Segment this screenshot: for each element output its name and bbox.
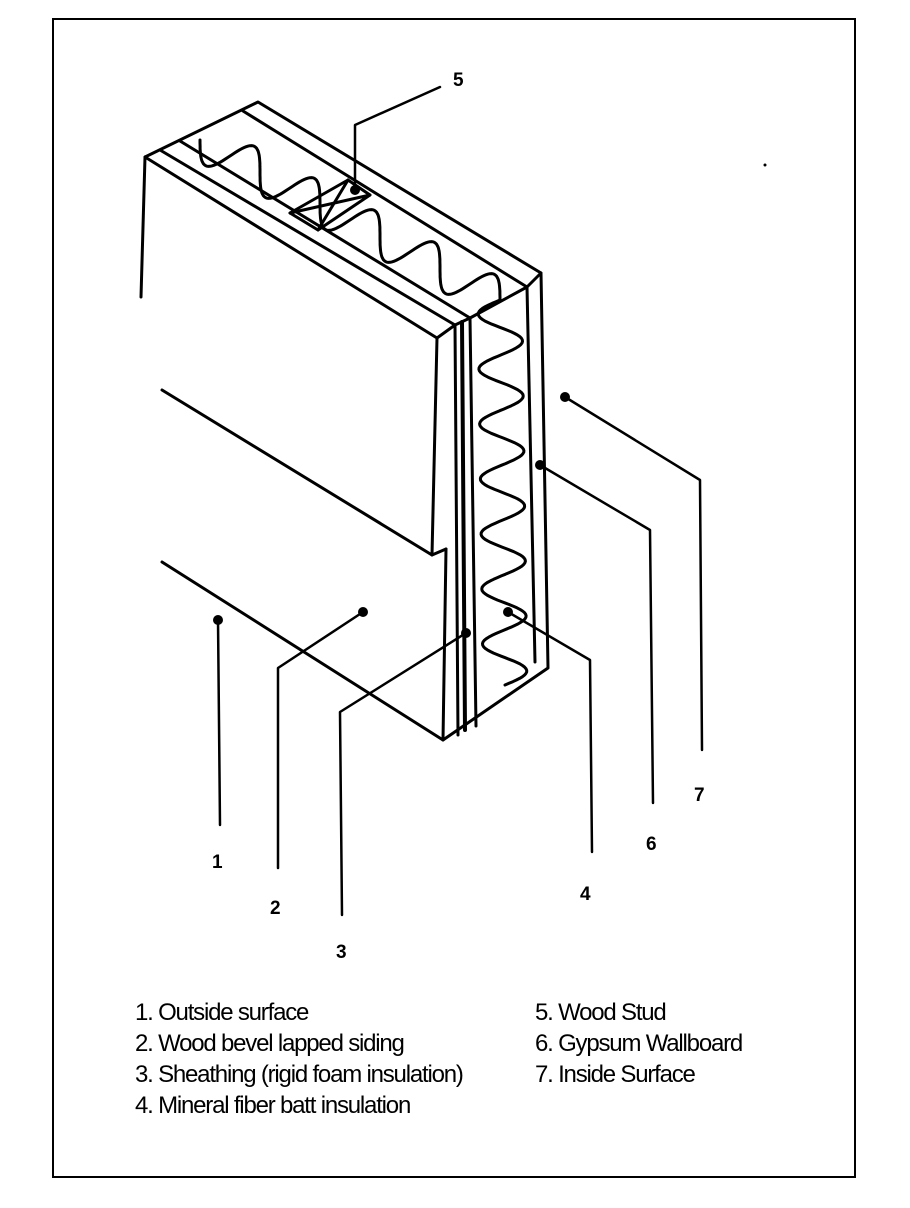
legend-item: 3. Sheathing (rigid foam insulation) xyxy=(135,1061,464,1088)
leader-6 xyxy=(538,463,655,805)
siding-boards xyxy=(160,336,448,557)
leader-2 xyxy=(276,610,365,870)
wall-top-face xyxy=(139,100,550,742)
diagram-frame xyxy=(52,18,856,1178)
leader-5 xyxy=(353,85,442,192)
callout-1: 1 xyxy=(212,852,223,873)
legend-item: 7. Inside Surface xyxy=(535,1061,696,1088)
leader-4 xyxy=(506,610,594,854)
batt-insulation-side xyxy=(476,298,529,687)
legend-item: 5. Wood Stud xyxy=(535,999,667,1026)
leader-7 xyxy=(563,395,704,752)
legend-right: 5. Wood Stud 6. Gypsum Wallboard 7. Insi… xyxy=(535,997,743,1090)
legend-item: 1. Outside surface xyxy=(135,999,309,1026)
legend-left: 1. Outside surface 2. Wood bevel lapped … xyxy=(135,997,464,1121)
callout-leaders xyxy=(216,85,704,917)
callout-dots xyxy=(213,163,767,638)
leader-1 xyxy=(216,618,222,827)
callout-2: 2 xyxy=(270,898,281,919)
callout-3: 3 xyxy=(336,942,347,963)
batt-insulation-top xyxy=(198,138,502,302)
legend-item: 2. Wood bevel lapped siding xyxy=(135,1030,405,1057)
callout-6: 6 xyxy=(646,834,657,855)
legend-item: 4. Mineral fiber batt insulation xyxy=(135,1092,411,1119)
callout-4: 4 xyxy=(580,884,591,905)
leader-3 xyxy=(338,631,468,917)
side-layers xyxy=(441,285,537,742)
callout-5: 5 xyxy=(453,70,464,91)
legend-item: 6. Gypsum Wallboard xyxy=(535,1030,743,1057)
callout-7: 7 xyxy=(694,785,705,806)
